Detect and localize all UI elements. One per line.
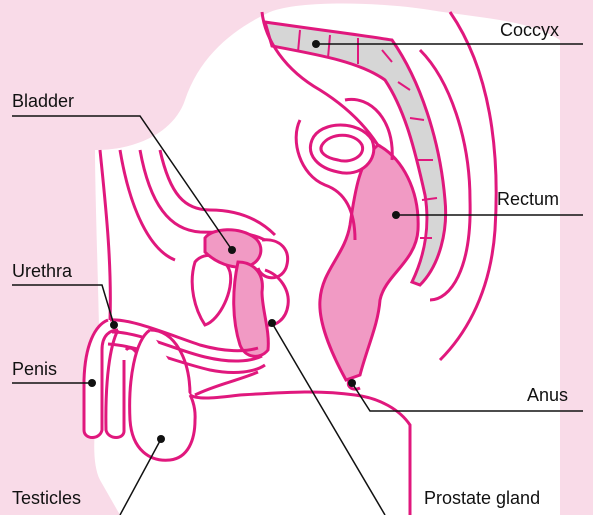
label-testicles: Testicles (12, 489, 81, 507)
label-rectum: Rectum (497, 190, 559, 208)
label-urethra: Urethra (12, 262, 72, 280)
label-bladder: Bladder (12, 92, 74, 110)
label-coccyx: Coccyx (500, 21, 559, 39)
label-anus: Anus (527, 386, 568, 404)
label-penis: Penis (12, 360, 57, 378)
label-prostate-gland: Prostate gland (424, 489, 540, 507)
